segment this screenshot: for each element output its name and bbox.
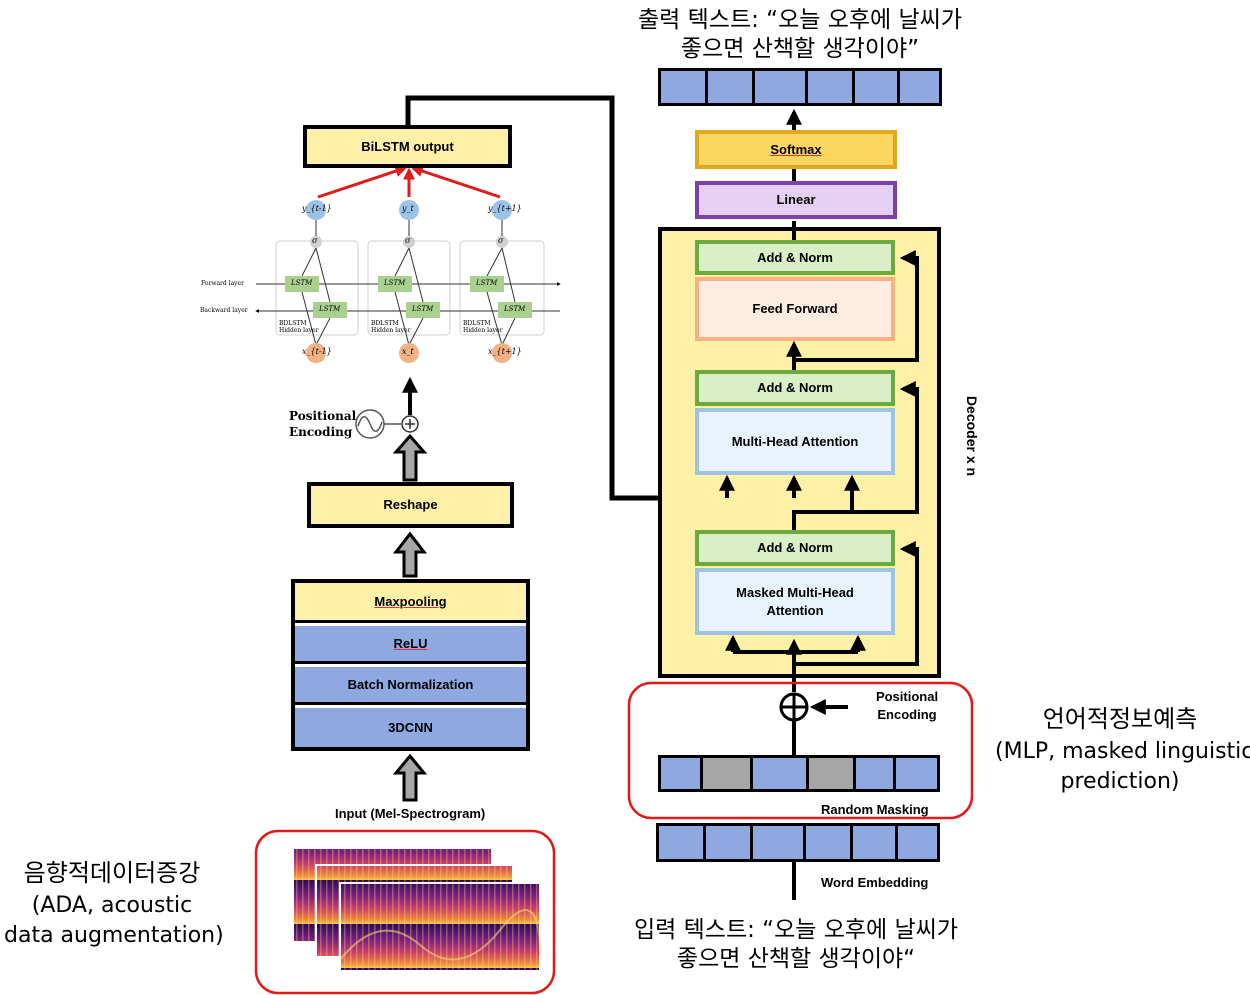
ada-korean-label: 음향적데이터증강 [23, 859, 201, 887]
3dcnn-label: 3DCNN [388, 719, 433, 735]
maxpooling-label: Maxpooling [374, 593, 447, 609]
add-norm-box-middle: Add & Norm [695, 370, 895, 406]
multi-head-attention-box: Multi-Head Attention [695, 408, 895, 475]
bilstm-output-label: BiLSTM output [361, 138, 454, 154]
output-token [852, 68, 900, 106]
maxpooling-layer: Maxpooling [295, 583, 526, 623]
sigma-label: σ [498, 236, 504, 245]
mlp-english-line1: (MLP, masked linguistic [995, 738, 1250, 764]
masked-seq-token [750, 755, 809, 792]
embedding-token [803, 823, 853, 862]
hidden-layer-label: BDLSTM Hidden layer [463, 320, 503, 335]
embedding-token [750, 823, 806, 862]
linear-box: Linear [695, 181, 897, 219]
batch-normalization-label: Batch Normalization [347, 676, 474, 692]
ada-frame [254, 829, 556, 995]
ada-annotation: 음향적데이터증강 (ADA, acoustic data augmentatio… [4, 857, 224, 952]
feed-forward-box: Feed Forward [695, 277, 895, 341]
random-masking-label: Random Masking [821, 802, 929, 817]
lstm-cell-label: LSTM [384, 279, 406, 287]
add-norm-label: Add & Norm [757, 249, 833, 265]
reshape-box: Reshape [307, 482, 514, 528]
embedding-token [850, 823, 898, 862]
decoder-side-label: Decoder x n [964, 395, 980, 477]
lstm-cell-label: LSTM [412, 305, 434, 313]
y-tminus1-label: y_{t-1} [302, 204, 332, 213]
sigma-label: σ [405, 236, 411, 245]
x-tplus1-label: x_{t+1} [488, 347, 522, 356]
add-norm-label: Add & Norm [757, 380, 833, 396]
x-tminus1-label: x_{t-1} [302, 347, 332, 356]
linear-label: Linear [776, 192, 816, 208]
output-token [752, 68, 808, 106]
output-token [658, 68, 708, 106]
spectrogram-images [294, 849, 541, 972]
output-token [897, 68, 942, 106]
mlp-annotation: 언어적정보예측 (MLP, masked linguistic predicti… [995, 703, 1250, 798]
embedding-token [895, 823, 940, 862]
mlp-english-line2: prediction) [1060, 769, 1180, 795]
relu-label: ReLU [393, 635, 428, 651]
add-norm-label: Add & Norm [757, 540, 833, 556]
masked-seq-token [853, 755, 896, 792]
hidden-layer-label: BDLSTM Hidden layer [371, 320, 411, 335]
masked-multi-head-attention-box: Masked Multi-Head Attention [695, 568, 895, 635]
input-text-line1: 입력 텍스트: “오늘 오후에 날씨가 [634, 917, 958, 943]
masked-seq-token [658, 755, 703, 792]
backward-layer-label: Backward layer [200, 307, 248, 314]
batch-normalization-layer: Batch Normalization [295, 667, 526, 705]
input-text: 입력 텍스트: “오늘 오후에 날씨가 좋으면 산책할 생각이야“ [596, 916, 996, 974]
left-positional-encoding-label: Positional Encoding [289, 409, 357, 439]
masked-multi-head-attention-label: Masked Multi-Head Attention [736, 584, 854, 618]
word-embedding-label: Word Embedding [821, 875, 929, 890]
bilstm-output-box: BiLSTM output [303, 125, 512, 168]
output-text-line1: 출력 텍스트: “오늘 오후에 날씨가 [638, 7, 962, 33]
lstm-cell-label: LSTM [476, 279, 498, 287]
y-tplus1-label: y_{t+1} [488, 204, 522, 213]
cnn-stack: Maxpooling ReLU Batch Normalization 3DCN… [291, 579, 530, 751]
relu-layer: ReLU [295, 626, 526, 664]
ada-english-line1: (ADA, acoustic [31, 892, 193, 918]
mlp-korean-label: 언어적정보예측 [1042, 705, 1198, 733]
embedding-token [703, 823, 753, 862]
lstm-cell-label: LSTM [291, 279, 313, 287]
mlp-frame [627, 681, 974, 820]
feed-forward-label: Feed Forward [752, 301, 838, 317]
forward-layer-label: Forward layer [201, 280, 244, 287]
masked-seq-token-masked [700, 755, 753, 792]
add-norm-box-bottom: Add & Norm [695, 530, 895, 566]
ada-english-line2: data augmentation) [4, 923, 224, 949]
input-text-line2: 좋으면 산책할 생각이야“ [676, 945, 916, 972]
masked-seq-token [893, 755, 940, 792]
hidden-layer-label: BDLSTM Hidden layer [279, 320, 319, 335]
reshape-label: Reshape [383, 497, 438, 513]
multi-head-attention-label: Multi-Head Attention [731, 433, 859, 449]
x-t-label: x_t [402, 347, 414, 356]
softmax-label: Softmax [770, 141, 822, 157]
embedding-token [656, 823, 706, 862]
3dcnn-layer: 3DCNN [295, 708, 526, 747]
output-text: 출력 텍스트: “오늘 오후에 날씨가 좋으면 산책할 생각이야” [600, 6, 1000, 64]
masked-seq-token-masked [806, 755, 856, 792]
input-mel-spectrogram-label: Input (Mel-Spectrogram) [335, 806, 486, 821]
y-t-label: y_t [402, 204, 414, 213]
lstm-cell-label: LSTM [504, 305, 526, 313]
add-norm-box-top: Add & Norm [695, 240, 895, 275]
output-token [805, 68, 855, 106]
output-text-line2: 좋으면 산책할 생각이야” [680, 35, 920, 62]
output-token [705, 68, 755, 106]
softmax-box: Softmax [695, 130, 897, 169]
decoder-positional-encoding-label: Positional Encoding [875, 689, 939, 722]
sigma-label: σ [312, 236, 318, 245]
lstm-cell-label: LSTM [319, 305, 341, 313]
